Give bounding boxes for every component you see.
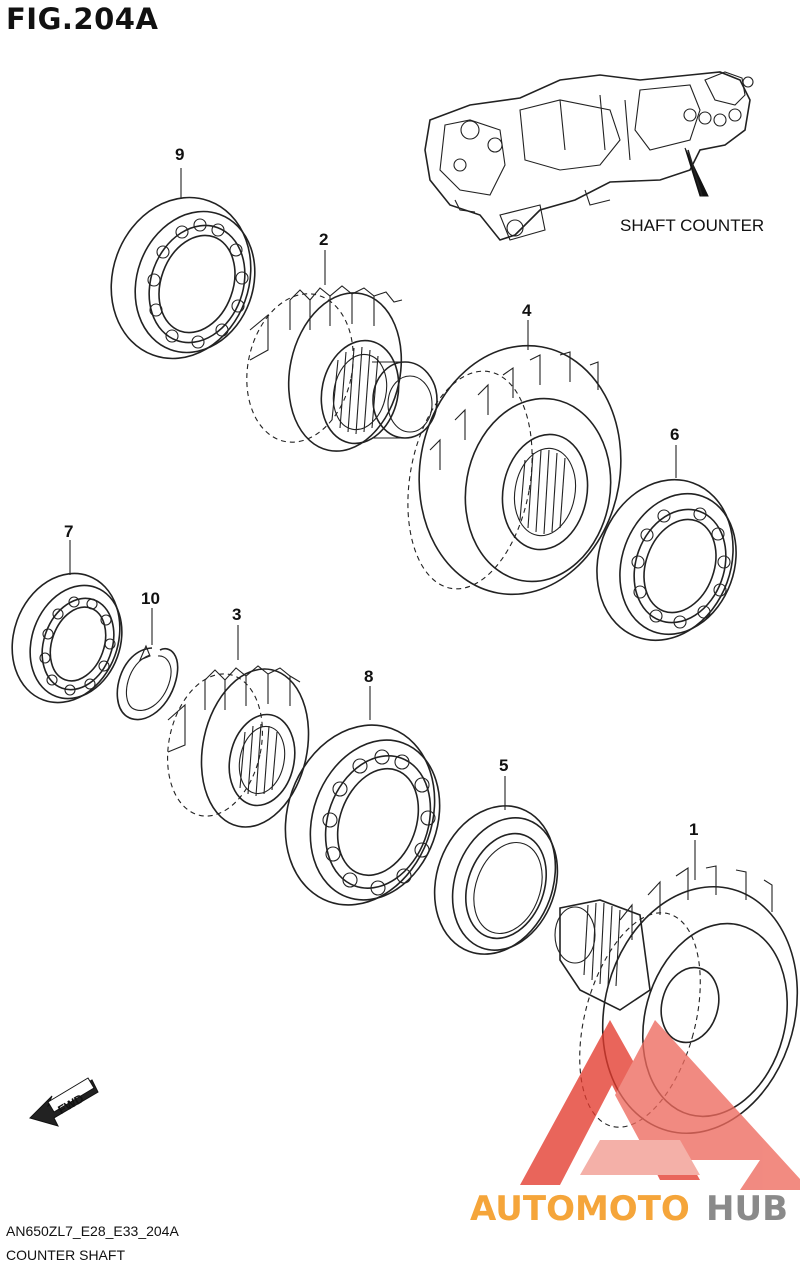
part-7-bearing [11, 540, 123, 704]
callout-8: 8 [364, 667, 373, 686]
locator-label: SHAFT COUNTER [620, 216, 764, 235]
part-8-bearing [284, 686, 441, 906]
part-3-gear [167, 625, 310, 828]
fwd-direction-arrow [29, 1077, 99, 1127]
part-4-gear [407, 320, 622, 596]
callout-10: 10 [141, 589, 160, 608]
callout-4: 4 [522, 301, 532, 320]
part-6-bearing [596, 445, 737, 642]
callout-6: 6 [670, 425, 679, 444]
part-2-gear [246, 250, 438, 452]
figure-title: FIG.204A [6, 2, 159, 36]
part-5-oil-seal [433, 776, 559, 955]
section-name: COUNTER SHAFT [6, 1247, 125, 1263]
model-code: AN650ZL7_E28_E33_204A [6, 1223, 179, 1239]
callout-5: 5 [499, 756, 508, 775]
engine-locator-sketch [424, 71, 754, 241]
watermark-text-automoto: AUTOMOTO [470, 1189, 690, 1229]
watermark-text-hub: HUB [706, 1189, 788, 1229]
callout-2: 2 [319, 230, 328, 249]
part-9-bearing [110, 168, 256, 360]
watermark-logo [520, 1020, 800, 1190]
callout-1: 1 [689, 820, 698, 839]
part-10-circlip [116, 608, 179, 721]
callout-3: 3 [232, 605, 241, 624]
callout-7: 7 [64, 522, 73, 541]
callout-9: 9 [175, 145, 184, 164]
